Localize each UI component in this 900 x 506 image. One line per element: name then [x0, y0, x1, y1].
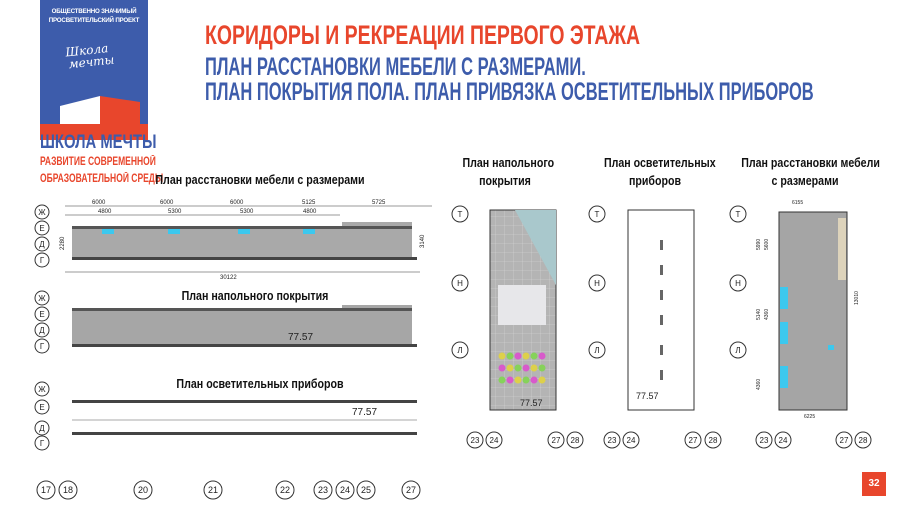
row-label: Н — [594, 279, 600, 288]
axis-label: 24 — [490, 436, 499, 445]
plan3-title: План осветительных приборов — [176, 376, 344, 391]
page-subtitle-2: ПЛАН ПОКРЫТИЯ ПОЛА. ПЛАН ПРИВЯЗКА ОСВЕТИ… — [205, 78, 814, 106]
dim-label: 3140 — [420, 234, 426, 248]
logo-subtitle-2: ОБРАЗОВАТЕЛЬНОЙ СРЕДЫ — [40, 173, 164, 185]
row-label: Н — [457, 279, 463, 288]
axis-label: 28 — [571, 436, 580, 445]
row-label: Т — [736, 210, 741, 219]
axis-label: 20 — [138, 485, 148, 495]
axis-label: 21 — [208, 485, 218, 495]
dim-label: 6225 — [804, 414, 815, 420]
axis-label: 24 — [627, 436, 636, 445]
logo-name: ШКОЛА МЕЧТЫ — [40, 132, 157, 153]
dim-label: 5300 — [168, 209, 182, 215]
logo-subtitle-1: РАЗВИТИЕ СОВРЕМЕННОЙ — [40, 156, 156, 168]
project-logo: ОБЩЕСТВЕННО ЗНАЧИМЫЙ ПРОСВЕТИТЕЛЬСКИЙ ПР… — [40, 0, 148, 140]
dim-label: 6000 — [92, 200, 106, 206]
lighting-plan-horizontal: 77.57 — [72, 400, 417, 435]
row-label: Г — [40, 256, 45, 265]
dim-label: 5125 — [302, 200, 316, 206]
row-label: Г — [40, 439, 45, 448]
dim-label: 2280 — [60, 236, 66, 250]
row-axis-markers — [34, 204, 50, 451]
row-label: Ж — [38, 294, 46, 303]
furniture-plan-horizontal: 6000 6000 6000 5125 5725 4800 5300 5300 … — [60, 200, 432, 281]
column-axis-markers — [36, 480, 421, 500]
row-label: Ж — [38, 385, 46, 394]
right-axis-markers — [451, 205, 872, 449]
row-label: Д — [39, 326, 45, 335]
dim-label: 6000 — [230, 200, 244, 206]
row-label: Е — [39, 310, 44, 319]
lighting-plan-vertical: 77.57 — [627, 209, 695, 411]
dim-label: 4800 — [98, 209, 112, 215]
axis-label: 24 — [779, 436, 788, 445]
row-label: Н — [735, 279, 741, 288]
axis-label: 28 — [709, 436, 718, 445]
logo-building-icon — [40, 96, 148, 140]
dim-label: 5990 — [756, 239, 762, 250]
dim-label: 13010 — [854, 291, 860, 305]
row-label: Л — [735, 346, 740, 355]
dim-label: 6000 — [160, 200, 174, 206]
floor-covering-plan-vertical: 77.57 — [489, 209, 557, 411]
row-label: Л — [457, 346, 462, 355]
row-label: Д — [39, 240, 45, 249]
dim-label: 4360 — [756, 379, 762, 390]
floor-covering-plan-horizontal: 77.57 — [72, 305, 417, 347]
row-label: Л — [594, 346, 599, 355]
dim-label: 5725 — [372, 200, 386, 206]
row-label: Г — [40, 342, 45, 351]
row-label: Т — [595, 210, 600, 219]
row-label: Ж — [38, 208, 46, 217]
dim-label: 4360 — [764, 309, 770, 320]
page-title: КОРИДОРЫ И РЕКРЕАЦИИ ПЕРВОГО ЭТАЖА — [205, 20, 640, 50]
area-label: 77.57 — [636, 391, 659, 401]
dim-label: 5600 — [764, 239, 770, 250]
row-label: Е — [39, 224, 44, 233]
plan2-title: План напольного покрытия — [181, 288, 329, 303]
dim-total: 30122 — [220, 275, 237, 281]
axis-label: 18 — [63, 485, 73, 495]
dim-label: 4800 — [303, 209, 317, 215]
area-label: 77.57 — [352, 407, 377, 418]
axis-label: 23 — [471, 436, 480, 445]
logo-text: ОБЩЕСТВЕННО ЗНАЧИМЫЙ — [51, 8, 137, 15]
axis-label: 27 — [552, 436, 561, 445]
axis-label: 22 — [280, 485, 290, 495]
area-label: 77.57 — [520, 398, 543, 408]
dim-label: 5140 — [756, 309, 762, 320]
axis-label: 23 — [760, 436, 769, 445]
row-label: Е — [39, 403, 44, 412]
axis-label: 27 — [840, 436, 849, 445]
furniture-plan-vertical: 6155 5990 5600 5140 4360 4360 13010 6225 — [756, 200, 860, 420]
axis-label: 27 — [406, 485, 416, 495]
row-label: Д — [39, 424, 45, 433]
axis-label: 23 — [608, 436, 617, 445]
dim-label: 5300 — [240, 209, 254, 215]
axis-label: 24 — [340, 485, 350, 495]
page-subtitle-1: ПЛАН РАССТАНОВКИ МЕБЕЛИ С РАЗМЕРАМИ. — [205, 53, 586, 81]
axis-label: 25 — [361, 485, 371, 495]
dim-label: 6155 — [792, 200, 803, 206]
row-label: Т — [458, 210, 463, 219]
axis-label: 17 — [41, 485, 51, 495]
axis-label: 27 — [689, 436, 698, 445]
plan1-title: План расстановки мебели с размерами — [155, 172, 365, 187]
axis-label: 28 — [859, 436, 868, 445]
axis-label: 23 — [318, 485, 328, 495]
page-number: 32 — [862, 472, 886, 496]
area-label: 77.57 — [288, 332, 313, 343]
logo-text: ПРОСВЕТИТЕЛЬСКИЙ ПРОЕКТ — [48, 17, 140, 24]
